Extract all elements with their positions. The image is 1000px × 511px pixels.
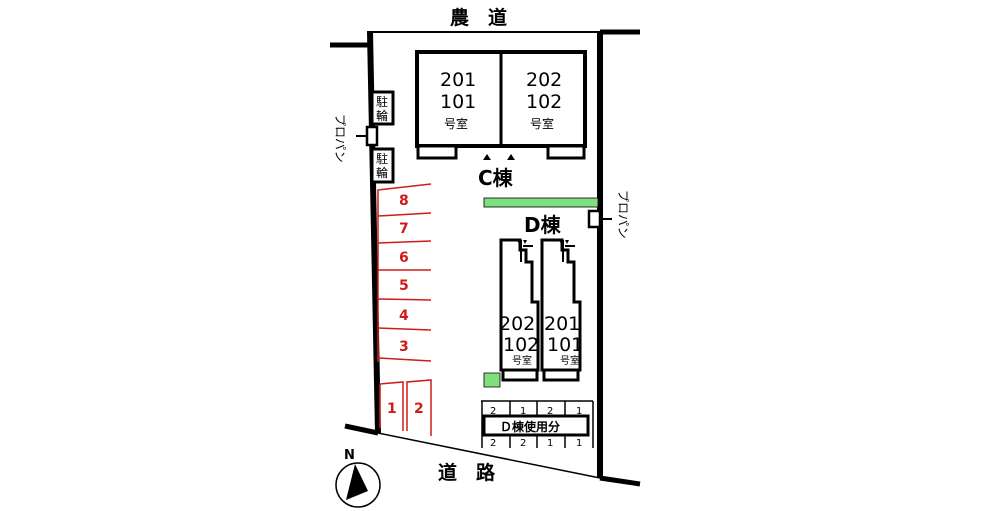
parking-space-number: 5 [399, 278, 409, 294]
parking-lines-bottom [379, 379, 432, 436]
room-upper: 202 [526, 69, 562, 91]
green-corner [483, 372, 501, 388]
d-parking: 2 1 2 1 Ｄ棟使用分 2 2 1 1 [481, 400, 594, 449]
room-suffix: 号室 [512, 354, 532, 367]
parking-space-number: 4 [399, 308, 409, 324]
entrance-arrow-icon [565, 240, 569, 244]
d-parking-number: 1 [547, 438, 553, 449]
d-parking-number: 1 [576, 438, 582, 449]
room-lower: 102 [526, 91, 562, 113]
bike-parking-char: 駐 [376, 94, 388, 109]
d-parking-number: 2 [490, 406, 496, 417]
parking-spaces-bottom: 1 2 [387, 401, 424, 417]
room-suffix: 号室 [530, 116, 554, 131]
north-arrow-icon [346, 464, 368, 500]
parking-space-number: 2 [414, 401, 424, 417]
bike-parking-2: 駐 輪 [370, 147, 395, 184]
bike-parking-char: 輪 [376, 108, 388, 123]
d-parking-number: 2 [490, 438, 496, 449]
room-upper: 201 [544, 313, 580, 335]
building-d: D棟 202 102 号室 201 101 号室 [499, 213, 583, 382]
parking-lines-left [377, 183, 432, 362]
building-c-unit-1: 201 101 号室 [440, 69, 476, 131]
entrance-arrow-icon [483, 154, 491, 160]
propane-left: プロパン [333, 114, 379, 163]
propane-right: プロパン [587, 190, 630, 239]
bike-parking-1: 駐 輪 [370, 90, 395, 126]
d-parking-label: Ｄ棟使用分 [500, 419, 560, 434]
green-strip [483, 197, 599, 208]
room-suffix: 号室 [444, 116, 468, 131]
parking-space-number: 8 [399, 193, 409, 209]
building-d-unit-1: 202 102 号室 [499, 313, 539, 367]
room-upper: 201 [440, 69, 476, 91]
building-d-label: D棟 [524, 213, 562, 237]
parking-space-number: 6 [399, 250, 409, 266]
room-lower: 101 [440, 91, 476, 113]
propane-right-label: プロパン [616, 190, 630, 239]
room-suffix: 号室 [560, 354, 580, 367]
entrance-arrow-icon [523, 240, 527, 244]
bike-parking-char: 輪 [376, 165, 388, 180]
road-top-label: 農 道 [450, 6, 507, 29]
room-lower: 101 [547, 334, 583, 356]
entrance-arrow-icon [517, 240, 521, 244]
d-parking-number: 2 [520, 438, 526, 449]
compass-label: N [344, 448, 355, 463]
building-c-unit-2: 202 102 号室 [526, 69, 562, 131]
entrance-arrow-icon [559, 240, 563, 244]
d-parking-number: 1 [520, 406, 526, 417]
building-c: 201 101 号室 202 102 号室 C棟 [415, 50, 587, 190]
building-d-unit-2: 201 101 号室 [544, 313, 583, 367]
parking-spaces-left: 8 7 6 5 4 3 [399, 193, 409, 355]
parking-space-number: 7 [399, 221, 409, 237]
propane-left-label: プロパン [333, 114, 347, 163]
room-lower: 102 [503, 334, 539, 356]
building-c-label: C棟 [478, 166, 514, 190]
entrance-arrow-icon [507, 154, 515, 160]
room-upper: 202 [499, 313, 535, 335]
parking-space-number: 1 [387, 401, 397, 417]
compass: N [335, 448, 381, 508]
d-parking-number: 1 [576, 406, 582, 417]
road-bottom-label: 道 路 [438, 461, 496, 484]
parking-space-number: 3 [399, 339, 409, 355]
bike-parking-char: 駐 [376, 151, 388, 166]
d-parking-number: 2 [547, 406, 553, 417]
